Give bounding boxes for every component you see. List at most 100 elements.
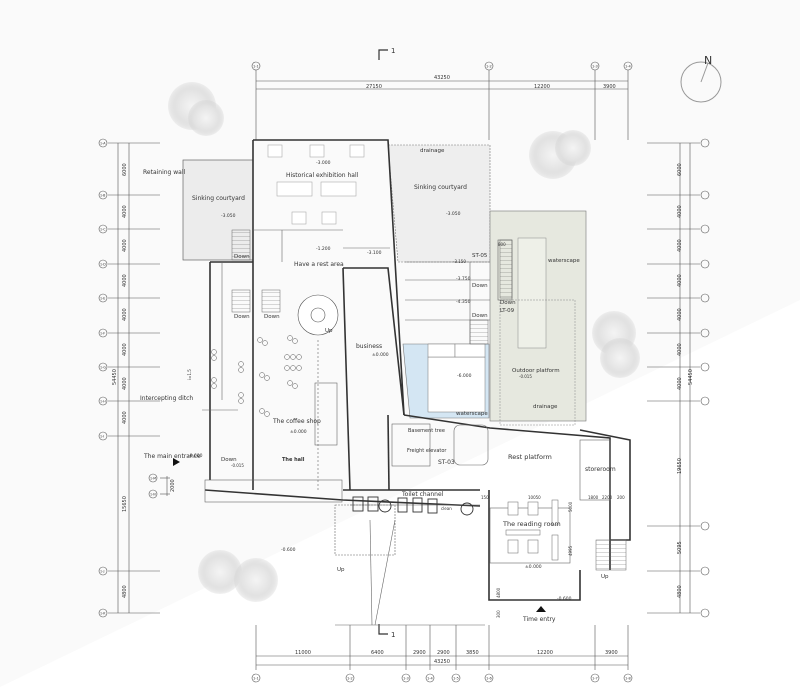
svg-text:ST-05: ST-05 xyxy=(472,253,488,259)
svg-text:-3.050: -3.050 xyxy=(446,211,461,217)
svg-text:5095: 5095 xyxy=(677,541,683,554)
toilet-stalls xyxy=(352,496,474,516)
svg-text:4000: 4000 xyxy=(677,343,683,356)
svg-text:Basement tree: Basement tree xyxy=(408,428,445,434)
stairs xyxy=(231,229,627,571)
room-labels: Retaining wall Sinking courtyard -3.050 … xyxy=(140,148,625,623)
svg-text:storeroom: storeroom xyxy=(585,466,616,473)
top-axis-labels: 1-1 1-2 1-3 1-4 xyxy=(253,65,631,69)
svg-text:-0.600: -0.600 xyxy=(557,596,572,602)
svg-text:27150: 27150 xyxy=(366,84,382,90)
svg-text:ST-03: ST-03 xyxy=(438,459,455,466)
svg-text:12200: 12200 xyxy=(534,84,550,90)
svg-text:-4.350: -4.350 xyxy=(456,299,471,305)
svg-text:4000: 4000 xyxy=(677,377,683,390)
svg-text:1-8: 1-8 xyxy=(625,677,631,681)
svg-text:1-3: 1-3 xyxy=(403,677,409,681)
svg-text:drainage: drainage xyxy=(420,148,445,154)
section-marker-bottom: 1 xyxy=(378,624,395,639)
north-arrow-icon: N xyxy=(680,54,722,103)
svg-text:Have a rest area: Have a rest area xyxy=(294,261,344,268)
section-marker-top: 1 xyxy=(378,47,395,60)
svg-text:3900: 3900 xyxy=(603,84,616,90)
svg-text:43250: 43250 xyxy=(434,75,450,81)
svg-text:The main entrance: The main entrance xyxy=(143,453,201,460)
svg-text:12200: 12200 xyxy=(537,650,553,656)
svg-text:4800: 4800 xyxy=(122,585,128,598)
svg-text:4000: 4000 xyxy=(122,308,128,321)
svg-text:150: 150 xyxy=(481,495,489,500)
top-axis-dimensions xyxy=(251,61,633,140)
svg-text:drainage: drainage xyxy=(533,404,558,410)
svg-text:3900: 3900 xyxy=(605,650,618,656)
svg-text:4800: 4800 xyxy=(677,585,683,598)
left-dim-values: 6000 4000 4000 4000 4000 4000 4000 4000 … xyxy=(112,163,176,598)
bottom-dim-values: 11000 6400 2900 2900 3850 12200 3900 432… xyxy=(295,650,618,665)
exhibition-displays xyxy=(267,144,365,225)
svg-text:Down: Down xyxy=(221,457,237,463)
svg-text:1-F: 1-F xyxy=(100,332,105,336)
svg-text:clean: clean xyxy=(441,506,452,511)
svg-text:-3.000: -3.000 xyxy=(316,160,331,166)
svg-text:1-J: 1-J xyxy=(100,570,104,574)
spiral-stair xyxy=(297,294,339,336)
svg-text:3850: 3850 xyxy=(466,650,479,656)
svg-text:1-3: 1-3 xyxy=(592,65,598,69)
left-axis-labels: 1-A 1-B 1-C 1-D 1-E 1-F 1-G 1-H 1-I 1-J … xyxy=(100,142,156,616)
svg-text:11000: 11000 xyxy=(295,650,311,656)
svg-text:-3.150: -3.150 xyxy=(453,259,466,264)
svg-text:2900: 2900 xyxy=(437,650,450,656)
svg-text:1-2: 1-2 xyxy=(486,65,492,69)
svg-text:i=1.5: i=1.5 xyxy=(187,369,192,380)
svg-text:1-6: 1-6 xyxy=(486,677,492,681)
svg-text:1-1: 1-1 xyxy=(253,65,259,69)
svg-text:1-5: 1-5 xyxy=(453,677,459,681)
coffee-tables xyxy=(211,335,302,417)
left-axis-dimensions xyxy=(98,138,170,618)
top-dim-values: 43250 27150 12200 3900 xyxy=(366,75,616,90)
svg-text:The hall: The hall xyxy=(282,457,305,463)
svg-text:4800: 4800 xyxy=(496,587,501,598)
svg-text:1-K: 1-K xyxy=(100,612,106,616)
svg-text:±0.000: ±0.000 xyxy=(525,564,542,570)
svg-text:4000: 4000 xyxy=(122,343,128,356)
svg-text:-3.750: -3.750 xyxy=(456,276,471,282)
svg-text:Sinking courtyard: Sinking courtyard xyxy=(192,195,245,202)
svg-text:4995: 4995 xyxy=(568,545,573,556)
svg-text:The coffee shop: The coffee shop xyxy=(272,418,321,425)
svg-text:±0.000: ±0.000 xyxy=(372,352,389,358)
svg-text:4000: 4000 xyxy=(677,205,683,218)
svg-text:1-I: 1-I xyxy=(100,435,104,439)
svg-text:4000: 4000 xyxy=(677,274,683,287)
svg-text:4000: 4000 xyxy=(677,239,683,252)
svg-text:Down: Down xyxy=(472,283,488,289)
svg-text:2900: 2900 xyxy=(413,650,426,656)
svg-text:-0.015: -0.015 xyxy=(519,374,532,379)
svg-text:1-7: 1-7 xyxy=(592,677,598,681)
main-entrance-arrow-icon xyxy=(173,458,180,466)
svg-text:1-2: 1-2 xyxy=(347,677,353,681)
svg-text:-3.050: -3.050 xyxy=(221,213,236,219)
svg-text:5000: 5000 xyxy=(568,501,573,512)
svg-text:-0.600: -0.600 xyxy=(188,453,203,459)
svg-text:300: 300 xyxy=(496,610,501,618)
svg-text:Up: Up xyxy=(337,567,345,573)
svg-text:LT-09: LT-09 xyxy=(500,308,515,314)
svg-text:10050: 10050 xyxy=(528,495,541,500)
svg-text:±0.000: ±0.000 xyxy=(290,429,307,435)
svg-text:The reading room: The reading room xyxy=(502,520,561,528)
time-entry-arrow-icon xyxy=(536,606,546,612)
svg-text:-1.200: -1.200 xyxy=(316,246,331,252)
svg-text:1-C: 1-C xyxy=(100,228,106,232)
svg-text:4000: 4000 xyxy=(122,274,128,287)
svg-text:1-G: 1-G xyxy=(100,366,106,370)
svg-text:Down: Down xyxy=(234,314,250,320)
svg-text:Down: Down xyxy=(234,254,250,260)
svg-text:1-E: 1-E xyxy=(100,297,105,301)
svg-text:19650: 19650 xyxy=(677,458,683,474)
svg-text:15650: 15650 xyxy=(122,496,128,512)
right-axis-dimensions xyxy=(647,138,710,618)
svg-text:1-M: 1-M xyxy=(150,477,156,481)
svg-text:Historical exhibition hall: Historical exhibition hall xyxy=(286,172,359,179)
